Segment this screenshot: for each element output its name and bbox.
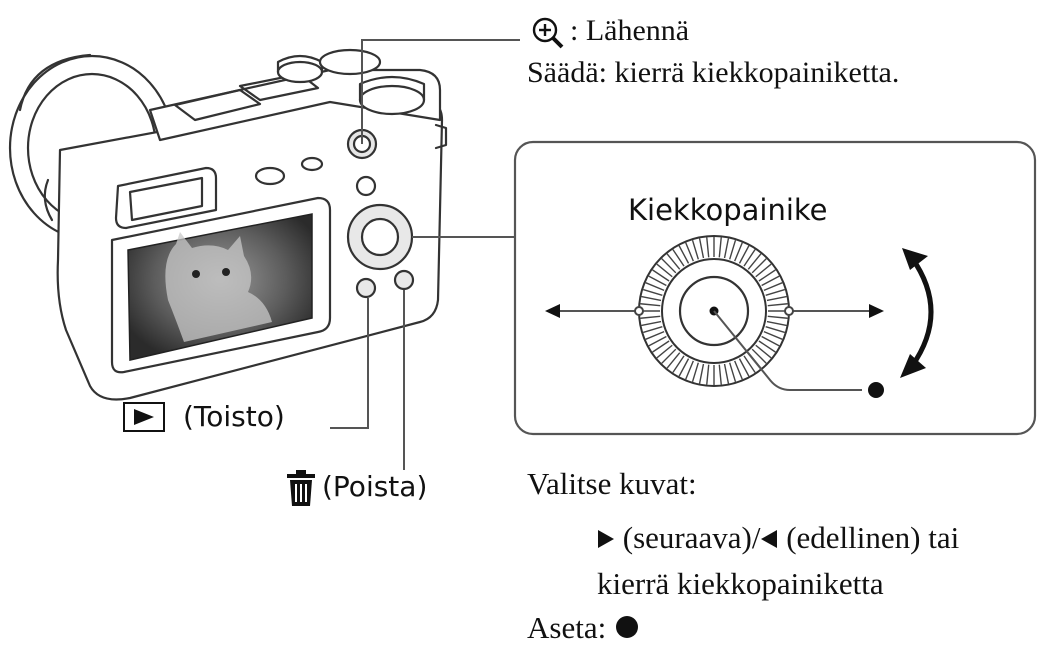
wheel-knurl-tick bbox=[747, 253, 762, 270]
wheel-knurl-tick bbox=[765, 326, 786, 334]
wheel-knurl-tick bbox=[656, 263, 673, 278]
wheel-knurl-tick bbox=[666, 253, 681, 270]
center-leader bbox=[713, 310, 862, 391]
select-prev-label: (edellinen) tai bbox=[786, 520, 960, 555]
set-label: Aseta: bbox=[527, 610, 607, 645]
wheel-knurl-tick bbox=[661, 348, 677, 364]
wheel-knurl-tick bbox=[743, 249, 756, 267]
delete-label: (Poista) bbox=[322, 470, 428, 503]
wheel-knurl-tick bbox=[763, 282, 783, 291]
wheel-knurl-tick bbox=[661, 258, 677, 274]
wheel-knurl-tick bbox=[723, 363, 730, 384]
wheel-knurl-tick bbox=[767, 303, 788, 307]
play-leader bbox=[330, 298, 369, 429]
wheel-knurl-tick bbox=[640, 303, 661, 307]
prev-arrow-icon bbox=[760, 524, 778, 555]
trash-icon bbox=[287, 470, 315, 506]
wheel-knurl-tick bbox=[685, 242, 694, 262]
wheel-knurl-tick bbox=[751, 348, 767, 364]
set-line: Aseta: bbox=[527, 612, 640, 645]
select-rotate-label: kierrä kiekkopainiketta bbox=[597, 566, 884, 601]
wheel-knurl-tick bbox=[718, 237, 722, 258]
select-images-line1: (seuraava)/ (edellinen) tai bbox=[597, 522, 959, 555]
wheel-knurl-tick bbox=[656, 344, 673, 359]
select-next-label: (seuraava)/ bbox=[622, 520, 761, 555]
zoom-label: : Lähennä bbox=[570, 14, 690, 47]
wheel-knurl-tick bbox=[666, 352, 681, 369]
wheel-knurl-tick bbox=[698, 238, 705, 259]
playback-label: (Toisto) bbox=[183, 400, 285, 433]
rotate-arrow-icon bbox=[900, 248, 934, 378]
adjust-label: Säädä: kierrä kiekkopainiketta. bbox=[527, 56, 900, 89]
wheel-knurl-tick bbox=[672, 249, 685, 267]
wheel-knurl-tick bbox=[734, 360, 743, 380]
wheel-knurl-tick bbox=[642, 288, 663, 296]
control-wheel-diagram bbox=[638, 235, 790, 387]
wheel-knurl-tick bbox=[645, 331, 665, 340]
camera-illustration bbox=[8, 48, 448, 401]
left-arrow bbox=[545, 304, 644, 318]
wheel-knurl-tick bbox=[641, 295, 662, 302]
wheel-knurl-tick bbox=[706, 364, 710, 385]
wheel-knurl-tick bbox=[678, 245, 690, 264]
wheel-knurl-tick bbox=[761, 275, 780, 287]
wheel-knurl-tick bbox=[648, 275, 667, 287]
wheel-knurl-tick bbox=[766, 295, 787, 302]
dial-title: Kiekkopainike bbox=[628, 193, 828, 227]
leader-lines bbox=[330, 39, 520, 470]
wheel-knurl-tick bbox=[698, 363, 705, 384]
center-dot-icon bbox=[614, 614, 640, 645]
wheel-knurl-tick bbox=[678, 358, 690, 377]
wheel-knurl-tick bbox=[691, 239, 699, 260]
zoom-in-icon bbox=[532, 17, 564, 49]
zoom-leader bbox=[361, 39, 520, 144]
wheel-knurl-tick bbox=[755, 344, 772, 359]
select-images-title: Valitse kuvat: bbox=[527, 466, 697, 501]
set-dot-icon bbox=[868, 382, 884, 398]
wheel-knurl-tick bbox=[761, 335, 780, 347]
wheel-knurl-tick bbox=[718, 364, 722, 385]
wheel-knurl-tick bbox=[734, 242, 743, 262]
wheel-knurl-tick bbox=[729, 239, 737, 260]
play-icon bbox=[123, 402, 165, 432]
wheel-knurl-tick bbox=[738, 358, 750, 377]
wheel-knurl-tick bbox=[758, 269, 776, 282]
wheel-knurl-tick bbox=[672, 355, 685, 373]
wheel-knurl-tick bbox=[685, 360, 694, 380]
wheel-knurl-tick bbox=[738, 245, 750, 264]
wheel-knurl-tick bbox=[706, 237, 710, 258]
wheel-knurl-tick bbox=[723, 238, 730, 259]
wheel-knurl-tick bbox=[691, 362, 699, 383]
wheel-knurl-tick bbox=[767, 315, 788, 319]
wheel-knurl-tick bbox=[751, 258, 767, 274]
wheel-knurl-tick bbox=[765, 288, 786, 296]
cat-silhouette bbox=[165, 232, 272, 342]
wheel-knurl-tick bbox=[766, 320, 787, 327]
wheel-knurl-tick bbox=[642, 326, 663, 334]
wheel-knurl-tick bbox=[729, 362, 737, 383]
wheel-knurl-tick bbox=[645, 282, 665, 291]
wheel-knurl-tick bbox=[648, 335, 667, 347]
wheel-knurl-tick bbox=[640, 315, 661, 319]
wheel-knurl-tick bbox=[652, 340, 670, 353]
wheel-knurl-tick bbox=[652, 269, 670, 282]
wheel-knurl-tick bbox=[641, 320, 662, 327]
right-arrow bbox=[784, 304, 884, 318]
wheel-knurl-tick bbox=[763, 331, 783, 340]
wheel-knurl-tick bbox=[755, 263, 772, 278]
wheel-knurl-tick bbox=[743, 355, 756, 373]
wheel-knurl-tick bbox=[758, 340, 776, 353]
next-arrow-icon bbox=[597, 524, 615, 555]
rear-screen bbox=[127, 213, 313, 361]
